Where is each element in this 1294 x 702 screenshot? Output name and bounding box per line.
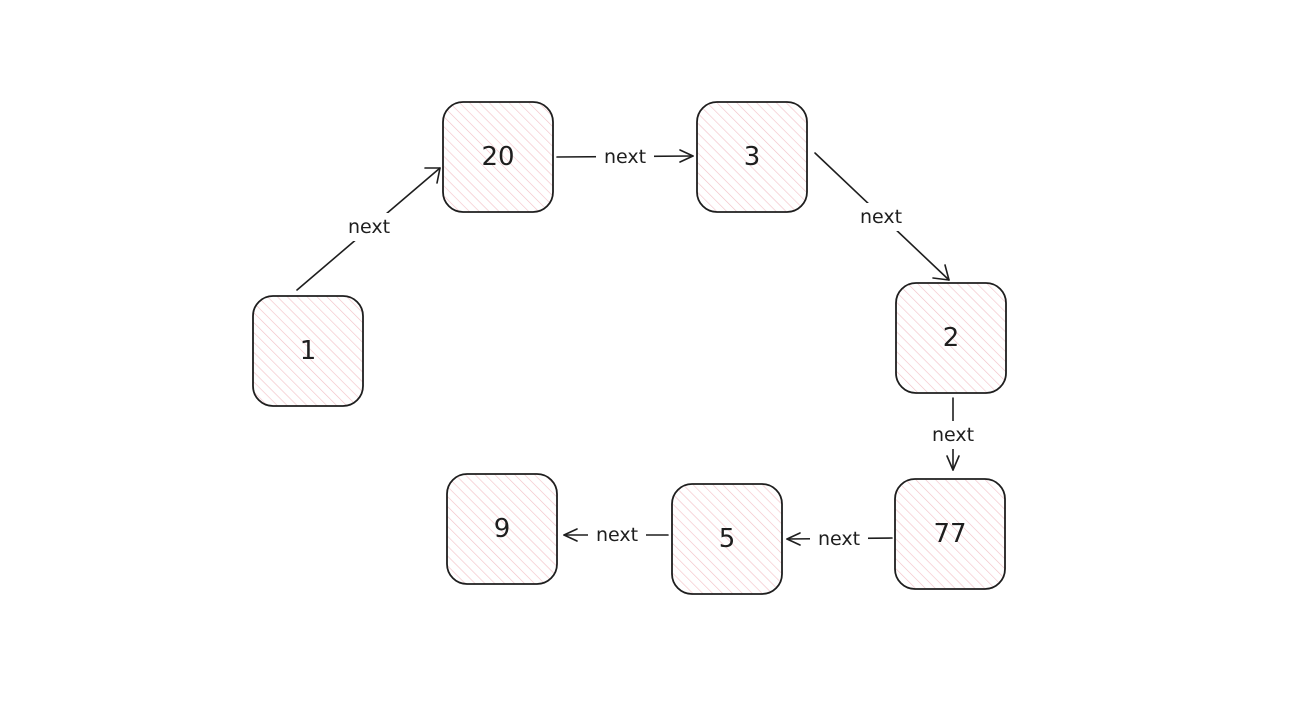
- edge-label: next: [604, 146, 646, 168]
- edge-77-to-5: next: [786, 525, 893, 553]
- edge-label: next: [860, 206, 902, 228]
- node-3: 3: [696, 101, 808, 213]
- node-5: 5: [671, 483, 783, 595]
- node-2: 2: [895, 282, 1007, 394]
- edge-3-to-2: next: [814, 152, 950, 281]
- node-77: 77: [894, 478, 1006, 590]
- edge-2-to-77: next: [924, 397, 982, 471]
- node-value: 77: [933, 519, 966, 549]
- edge-label: next: [932, 424, 974, 446]
- edge-1-to-20: next: [296, 167, 441, 291]
- edge-20-to-3: next: [556, 143, 694, 171]
- node-value: 1: [300, 336, 317, 366]
- edge-label: next: [348, 216, 390, 238]
- node-9: 9: [446, 473, 558, 585]
- node-20: 20: [442, 101, 554, 213]
- node-value: 2: [943, 323, 960, 353]
- edge-label: next: [596, 524, 638, 546]
- edge-label: next: [818, 528, 860, 550]
- edge-5-to-9: next: [563, 521, 669, 549]
- node-value: 20: [481, 142, 514, 172]
- node-value: 5: [719, 524, 736, 554]
- node-value: 9: [494, 514, 511, 544]
- node-value: 3: [744, 142, 761, 172]
- node-1: 1: [252, 295, 364, 407]
